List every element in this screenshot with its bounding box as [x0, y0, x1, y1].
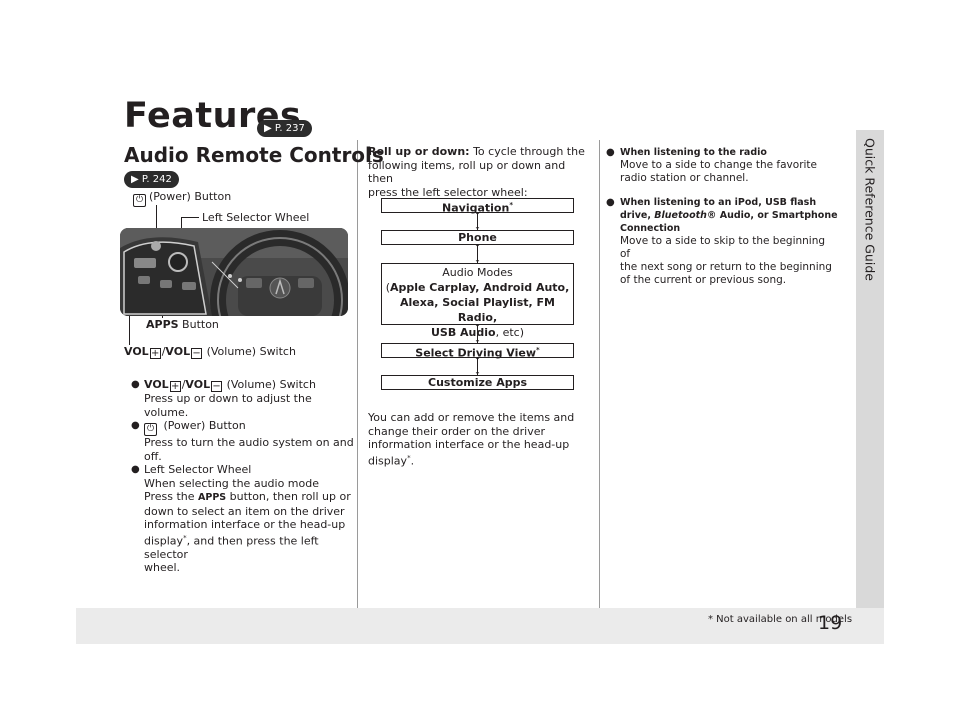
minus-icon: − [191, 348, 203, 359]
side-tab-label: Quick Reference Guide [862, 138, 878, 281]
controls-list: VOL+/VOL− (Volume) Switch Press up or do… [131, 378, 354, 575]
up-arrow-icon: ⌃ [474, 243, 481, 252]
power-icon: ⏻ [144, 423, 157, 436]
section-title: Audio Remote Controls [124, 143, 384, 167]
up-arrow-icon: ⌃ [474, 211, 481, 220]
plus-icon: + [169, 381, 181, 392]
flow-item-select-driving-view: Select Driving View* [381, 343, 574, 360]
roll-intro: Roll up or down: To cycle through the fo… [368, 145, 585, 199]
down-arrow-icon: ⌄ [474, 255, 481, 264]
reference-label: P. 237 [274, 123, 305, 134]
side-tab [856, 130, 884, 610]
column-divider [599, 140, 600, 608]
flow-item-audio-modes: Audio Modes (Apple Carplay, Android Auto… [381, 263, 574, 339]
leader-line [156, 205, 157, 233]
apps-button-callout: APPS Button [146, 318, 219, 331]
power-icon: ⏻ [133, 194, 146, 207]
flow-item-navigation: Navigation* [381, 198, 574, 215]
down-arrow-icon: ⌄ [474, 335, 481, 344]
leader-line [181, 217, 199, 218]
page-reference-link[interactable]: ▶ P. 237 [257, 120, 312, 137]
down-arrow-icon: ⌄ [474, 222, 481, 231]
list-item: ⏻ (Power) Button Press to turn the audio… [131, 419, 354, 463]
flow-connector [477, 213, 478, 230]
source-notes-list: When listening to the radio Move to a si… [606, 146, 838, 298]
list-item: Left Selector Wheel When selecting the a… [131, 463, 354, 575]
steering-wheel-illustration [120, 228, 348, 316]
page-number: 19 [818, 612, 843, 634]
customize-note: You can add or remove the items and chan… [368, 411, 575, 468]
reference-arrow-icon: ▶ [264, 123, 272, 134]
section-reference-link[interactable]: ▶ P. 242 [124, 171, 179, 188]
footnote: * Not available on all models [708, 614, 853, 625]
reference-arrow-icon: ▶ [131, 174, 139, 185]
flow-connector [477, 245, 478, 263]
reference-label: P. 242 [141, 174, 172, 185]
up-arrow-icon: ⌃ [474, 356, 481, 365]
list-item: When listening to the radio Move to a si… [606, 146, 838, 185]
left-selector-wheel-callout: Left Selector Wheel [202, 211, 310, 224]
column-divider [357, 140, 358, 608]
up-arrow-icon: ⌃ [474, 323, 481, 332]
down-arrow-icon: ⌄ [474, 367, 481, 376]
flow-connector [477, 358, 478, 375]
footer-band [76, 608, 884, 644]
volume-switch-callout: VOL+/VOL− (Volume) Switch [124, 345, 296, 359]
minus-icon: − [211, 381, 223, 392]
plus-icon: + [149, 348, 161, 359]
list-item: When listening to an iPod, USB flash dri… [606, 196, 838, 287]
flow-connector [477, 325, 478, 343]
flow-item-customize-apps: Customize Apps [381, 375, 574, 390]
power-button-callout: ⏻(Power) Button [133, 190, 231, 207]
flow-item-phone: Phone [381, 230, 574, 245]
list-item: VOL+/VOL− (Volume) Switch Press up or do… [131, 378, 354, 419]
